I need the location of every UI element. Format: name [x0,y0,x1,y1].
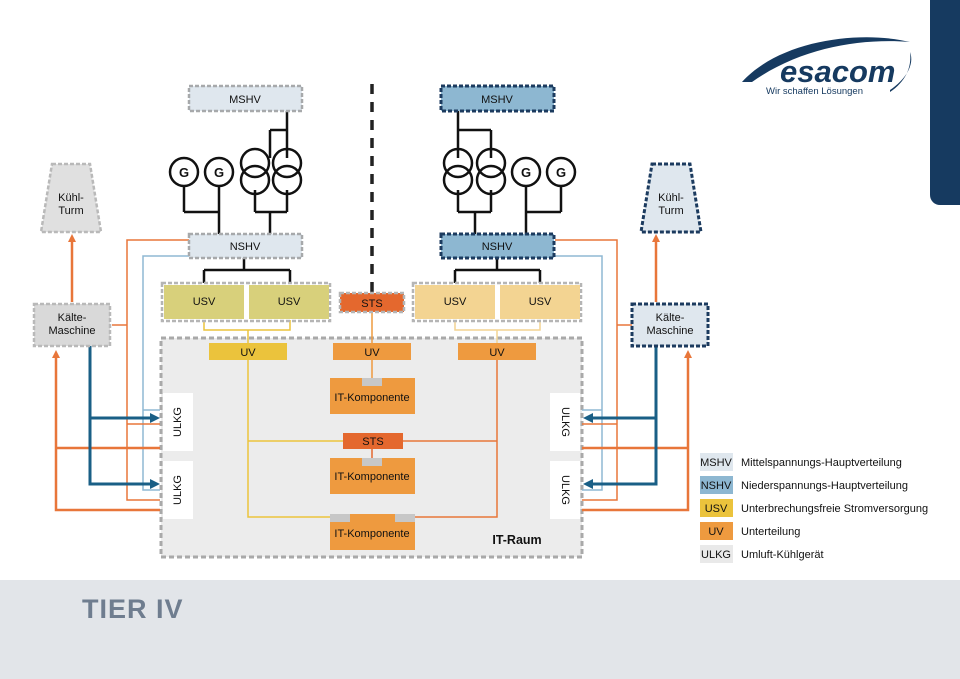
legend-label-nshv: Niederspannungs-Hauptverteilung [741,480,908,492]
cooling-tower-left-line1: Kühl- [58,192,84,204]
legend-label-uv: Unterteilung [741,526,800,538]
nshv-left-box [187,232,304,260]
cooling-tower-right [639,162,703,234]
nshv-right-box [439,232,556,260]
it-component-1-label: IT-Komponente [334,392,409,404]
usv-right-2-label: USV [529,296,552,308]
mshv-left-label: MSHV [229,94,261,106]
legend-swatch-mshv [700,453,733,471]
it-component-2-label: IT-Komponente [334,471,409,483]
legend-code-uv: UV [708,526,724,538]
ulkg-right-1-label: ULKG [559,407,571,437]
ulkg-right-2-label: ULKG [559,475,571,505]
legend-swatch-nshv [700,476,733,494]
chiller-left-box [32,302,112,348]
ulkg-left-2-box [163,461,193,519]
right-cooling-lines [555,234,692,512]
uv-right-box [458,343,536,360]
left-cooling-lines [52,234,190,512]
usv-left-2-box [249,285,329,319]
uv-left-label: UV [240,347,256,359]
uv-left-box [209,343,287,360]
sts-middle-label: STS [362,436,383,448]
generator-left-1: G [179,165,189,180]
usv-left-1-label: USV [193,296,216,308]
it-component-3-label: IT-Komponente [334,528,409,540]
mshv-left-box [187,84,304,113]
sts-top-label: STS [361,298,382,310]
transformer-left-icon [239,147,303,196]
legend-label-mshv: Mittelspannungs-Hauptverteilung [741,457,902,469]
usv-right-group [411,281,583,323]
legend-code-ulkg: ULKG [701,549,731,561]
usv-uv-lines [203,312,541,343]
legend-code-mshv: MSHV [700,457,732,469]
left-power-lines [182,111,292,283]
ulkg-left-2-label: ULKG [172,475,184,505]
chiller-right-box [630,302,710,348]
ulkg-left-1-label: ULKG [172,407,184,437]
ulkg-right-1-box [550,393,580,451]
cooling-tower-left-line2: Turm [58,205,83,217]
corner-tab [930,0,960,205]
sts-top-box [338,291,406,314]
chiller-right-line1: Kälte- [656,312,685,324]
generator-left-2: G [214,165,224,180]
legend-label-usv: Unterbrechungsfreie Stromversorgung [741,503,928,515]
legend-swatch-usv [700,499,733,517]
mshv-right-label: MSHV [481,94,513,106]
legend-label-ulkg: Umluft-Kühlgerät [741,549,824,561]
legend-swatch-uv [700,522,733,540]
usv-right-1-box [415,285,495,319]
uv-center-box [333,343,411,360]
footer-band [0,580,960,679]
transformer-right-icon [442,147,507,196]
logo-swoosh-icon [742,37,912,92]
right-power-lines [453,111,563,283]
cooling-tower-right-line2: Turm [658,205,683,217]
logo-wordmark: esacom [780,54,896,89]
nshv-left-label: NSHV [230,241,261,253]
chiller-right-line2: Maschine [646,325,693,337]
chiller-left-line1: Kälte- [58,312,87,324]
nshv-right-label: NSHV [482,241,513,253]
page-title: TIER IV [82,594,184,624]
chiller-left-line2: Maschine [48,325,95,337]
uv-center-label: UV [364,347,380,359]
legend-swatch-ulkg [700,545,733,563]
ulkg-right-2-box [550,461,580,519]
legend-code-nshv: NSHV [701,480,732,492]
it-room-lines [247,360,498,518]
usv-right-2-box [500,285,580,319]
it-room-label: IT-Raum [492,533,541,547]
logo-slogan: Wir schaffen Lösungen [766,86,863,97]
cooling-tower-left [39,162,103,234]
uv-right-label: UV [489,347,505,359]
sts-middle-box [343,433,403,449]
ulkg-left-1-box [163,393,193,451]
generator-right-1: G [521,165,531,180]
usv-left-1-box [164,285,244,319]
cooling-tower-right-line1: Kühl- [658,192,684,204]
mshv-right-box [439,84,556,113]
usv-left-2-label: USV [278,296,301,308]
legend-code-usv: USV [705,503,728,515]
usv-left-group [160,281,332,323]
usv-right-1-label: USV [444,296,467,308]
generator-right-2: G [556,165,566,180]
